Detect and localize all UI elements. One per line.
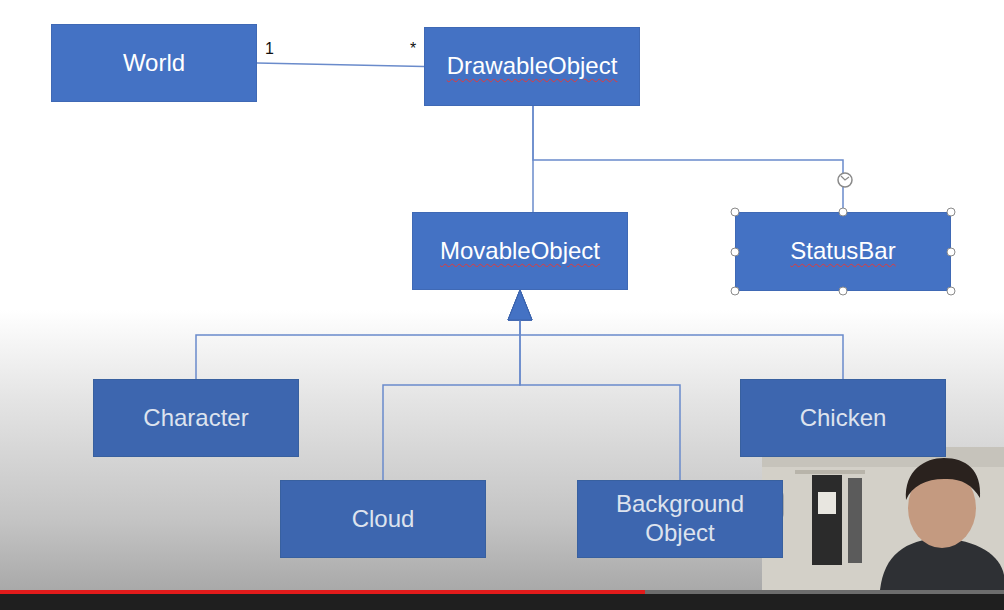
webcam-inset <box>762 447 1004 590</box>
class-box: DrawableObject <box>424 27 640 106</box>
progress-fill <box>0 590 645 594</box>
class-box: World <box>51 24 257 102</box>
class-box: StatusBar <box>735 212 951 291</box>
inheritance-arrow <box>196 290 520 379</box>
class-name: Character <box>143 404 248 433</box>
inheritance-arrow <box>383 290 520 480</box>
player-bar <box>0 590 1004 610</box>
multiplicity: 1 <box>263 40 276 58</box>
class-box: Background Object <box>577 480 783 558</box>
class-name: StatusBar <box>790 237 895 266</box>
class-name: Chicken <box>800 404 887 433</box>
multiplicity: * <box>408 40 418 58</box>
class-box: Cloud <box>280 480 486 558</box>
class-name: Cloud <box>352 505 415 534</box>
class-box: Chicken <box>740 379 946 457</box>
rotate-handle <box>838 173 852 187</box>
class-box: Character <box>93 379 299 457</box>
class-name: Background Object <box>590 490 770 548</box>
class-name: DrawableObject <box>447 52 618 81</box>
progress-track <box>0 590 1004 594</box>
class-box: MovableObject <box>412 212 628 290</box>
association-line <box>257 63 424 67</box>
inheritance-arrow <box>520 290 843 379</box>
association-line <box>533 106 843 212</box>
inheritance-arrow <box>520 290 680 480</box>
class-name: World <box>123 49 185 78</box>
class-name: MovableObject <box>440 237 600 266</box>
